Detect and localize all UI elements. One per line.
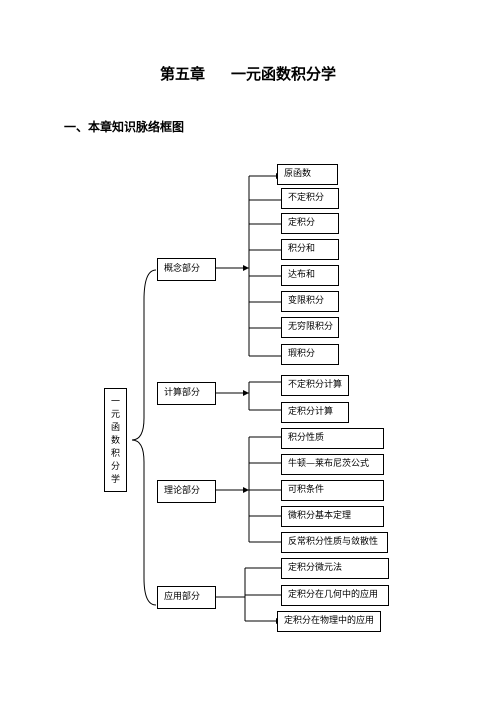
app-item: 定积分在几何中的应用: [281, 585, 389, 606]
concept-item: 原函数: [277, 164, 338, 185]
app-item: 定积分微元法: [281, 558, 389, 579]
theory-item: 牛顿—莱布尼茨公式: [281, 454, 384, 475]
chapter-title: 第五章 一元函数积分学: [159, 65, 337, 83]
theory-item: 积分性质: [281, 428, 384, 449]
section-heading: 一、本章知识脉络框图: [64, 120, 185, 134]
group-theory: 理论部分: [157, 480, 216, 503]
theory-item: 反常积分性质与敛散性: [281, 532, 388, 553]
concept-item: 定积分: [281, 213, 339, 234]
concept-item: 变限积分: [281, 291, 339, 312]
calc-item: 不定积分计算: [281, 375, 349, 396]
theory-item: 微积分基本定理: [281, 506, 384, 527]
concept-item: 无穷限积分: [281, 317, 339, 338]
root-node: 一 元 函 数 积 分 学: [104, 388, 127, 492]
app-item: 定积分在物理中的应用: [277, 611, 381, 632]
concept-item: 积分和: [281, 239, 339, 260]
main-brace: [131, 269, 157, 606]
concept-item: 不定积分: [281, 188, 339, 209]
concept-item: 瑕积分: [281, 344, 339, 365]
calc-item: 定积分计算: [281, 402, 349, 423]
theory-item: 可积条件: [281, 480, 384, 501]
group-calc: 计算部分: [157, 382, 216, 405]
group-app: 应用部分: [157, 586, 216, 609]
group-concept: 概念部分: [157, 258, 216, 281]
concept-item: 达布和: [281, 265, 339, 286]
